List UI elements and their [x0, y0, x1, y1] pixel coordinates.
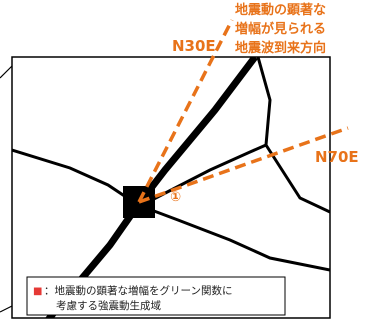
legend-box: [26, 276, 286, 316]
legend-line-2: 考慮する強震動生成域: [56, 299, 161, 312]
direction-label-n30e: N30E: [172, 37, 216, 55]
legend-line-1: ：地震動の顕著な増幅をグリーン関数に: [44, 284, 232, 297]
legend-square-icon: ■: [33, 286, 42, 297]
direction-line-n30e: [137, 19, 234, 203]
fault-line-northeast: [264, 144, 330, 214]
frame-perspective-top: [0, 65, 13, 79]
map-frame: [11, 56, 331, 319]
marker-label-1: ①: [170, 190, 181, 205]
title-line-2: 増幅が見られる: [235, 21, 326, 37]
fault-line-east: [137, 203, 330, 272]
direction-label-n70e: N70E: [315, 148, 359, 166]
legend: ■ ：地震動の顕著な増幅をグリーン関数に 考慮する強震動生成域: [26, 276, 286, 316]
frame-perspective-bottom: [0, 305, 13, 313]
fault-line-central: [147, 143, 267, 204]
title-line-1: 地震動の顕著な: [235, 2, 326, 18]
fault-line-north: [256, 57, 272, 146]
title-line-3: 地震波到来方向: [235, 40, 326, 56]
direction-line-n70e: [138, 126, 349, 204]
